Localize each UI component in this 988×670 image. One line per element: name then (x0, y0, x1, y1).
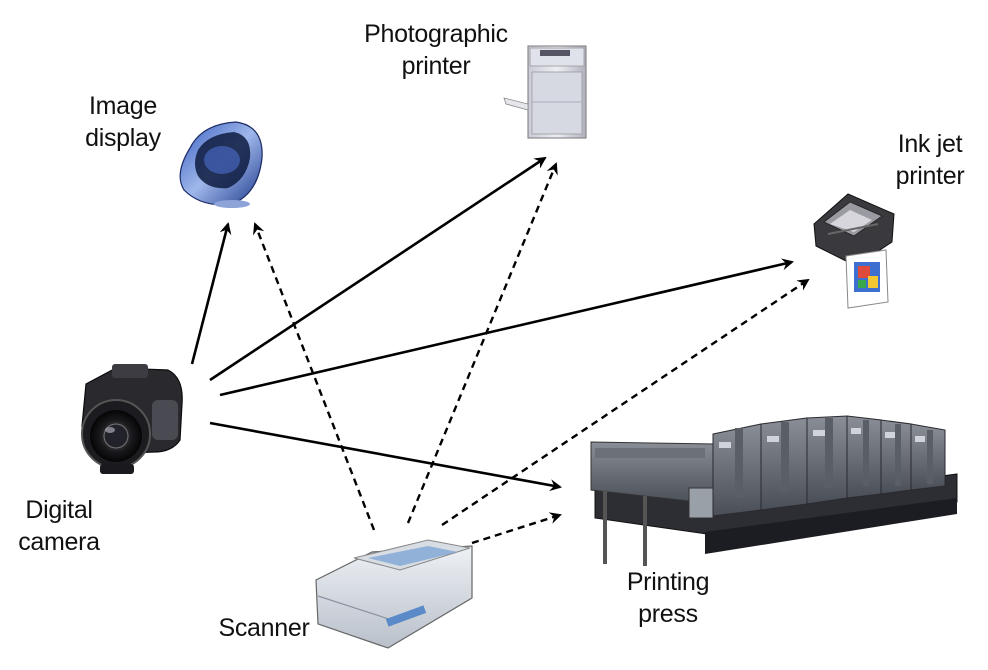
arrow-scanner-to-photo-printer (406, 162, 558, 524)
camera-icon (81, 364, 183, 474)
arrow-camera-to-inkjet (219, 258, 794, 397)
printing-press-label-line1: Printing (626, 568, 710, 596)
arrow-scanner-to-press (471, 512, 562, 545)
photographic-printer-label-line1: Photographic (364, 20, 508, 48)
ink-jet-printer-label-line2: printer (895, 162, 965, 190)
image-display-label: Image display (58, 90, 188, 154)
arrow-camera-to-display (190, 222, 232, 365)
digital-camera-label-line2: camera (18, 528, 100, 556)
printing-press-label-line2: press (638, 600, 698, 628)
printing-press-icon (590, 415, 958, 566)
scanner-label: Scanner (208, 612, 320, 644)
scanner-label-line1: Scanner (218, 614, 310, 642)
ink-jet-printer-label: Ink jet printer (880, 128, 980, 192)
arrow-camera-to-press (209, 421, 562, 492)
arrow-scanner-to-display (253, 222, 376, 531)
monitor-icon (179, 121, 263, 208)
scanner-icon (315, 539, 473, 649)
digital-camera-label-line1: Digital (25, 496, 93, 524)
image-display-label-line2: display (85, 124, 161, 152)
photographic-printer-label-line2: printer (401, 52, 471, 80)
image-display-label-line1: Image (89, 92, 157, 120)
printing-press-label: Printing press (608, 566, 728, 630)
digital-camera-label: Digital camera (4, 494, 114, 558)
inkjet-printer-icon (813, 193, 895, 309)
arrow-scanner-to-inkjet (441, 278, 810, 526)
arrow-camera-to-photo-printer (209, 156, 547, 382)
photographic-printer-icon (503, 45, 587, 139)
photographic-printer-label: Photographic printer (356, 18, 516, 82)
ink-jet-printer-label-line1: Ink jet (897, 130, 963, 158)
